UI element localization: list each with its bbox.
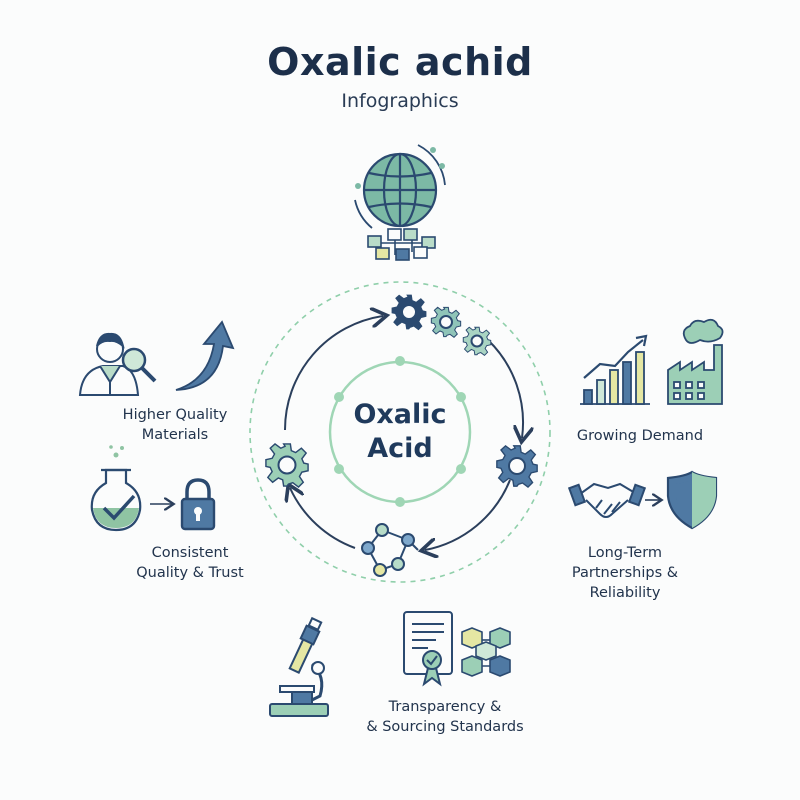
microscope-icon (269, 616, 329, 717)
magnifier-icon (121, 347, 157, 383)
label-line: Long-Term (587, 545, 663, 561)
label-transparency: Transparency & & Sourcing Standards (350, 697, 540, 737)
arrow-up-icon (175, 320, 235, 391)
label-line: Partnerships & (571, 565, 679, 581)
label-growing-demand: Growing Demand (560, 426, 720, 446)
gear-icon (391, 294, 427, 331)
molecule-icon (361, 523, 419, 577)
bar-chart-icon (580, 334, 650, 405)
center-label-line2: Acid (367, 433, 433, 464)
flask-icon (90, 445, 142, 532)
handshake-icon (567, 482, 647, 518)
cycle-arrow-left (290, 488, 356, 549)
lock-icon (180, 478, 216, 531)
cycle-arrow-bottom (425, 479, 511, 550)
page-title: Oxalic achid (267, 40, 533, 84)
cycle-arrow-top (283, 316, 383, 431)
label-line: Reliability (589, 585, 661, 601)
label-line: Quality & Trust (136, 565, 244, 581)
gear-icon (462, 326, 492, 356)
label-line: Transparency & (388, 699, 502, 715)
label-partnerships: Long-Term Partnerships & Reliability (545, 543, 705, 603)
label-consistent-quality: Consistent Quality & Trust (110, 543, 270, 583)
scientist-icon (78, 332, 140, 396)
page-subtitle: Infographics (341, 90, 459, 112)
label-line: & Sourcing Standards (366, 719, 524, 735)
gear-icon (265, 443, 309, 488)
certificate-icon (403, 611, 453, 687)
cycle-arrow-right (487, 339, 523, 438)
shield-icon (666, 470, 718, 530)
factory-icon (667, 318, 724, 405)
center-label-line1: Oxalic (353, 399, 447, 430)
center-label: Oxalic Acid (330, 398, 470, 466)
label-line: Materials (141, 427, 209, 443)
cubes-icon (461, 627, 511, 677)
dashed-ring (249, 281, 551, 583)
gear-icon (496, 445, 538, 488)
label-line: Higher Quality (122, 407, 228, 423)
label-line: Growing Demand (576, 428, 704, 444)
gear-icon (430, 306, 462, 338)
label-higher-quality: Higher Quality Materials (100, 405, 250, 445)
inner-ring-dots (334, 356, 466, 507)
globe-icon (354, 144, 446, 229)
label-line: Consistent (151, 545, 229, 561)
network-icon (367, 228, 436, 261)
